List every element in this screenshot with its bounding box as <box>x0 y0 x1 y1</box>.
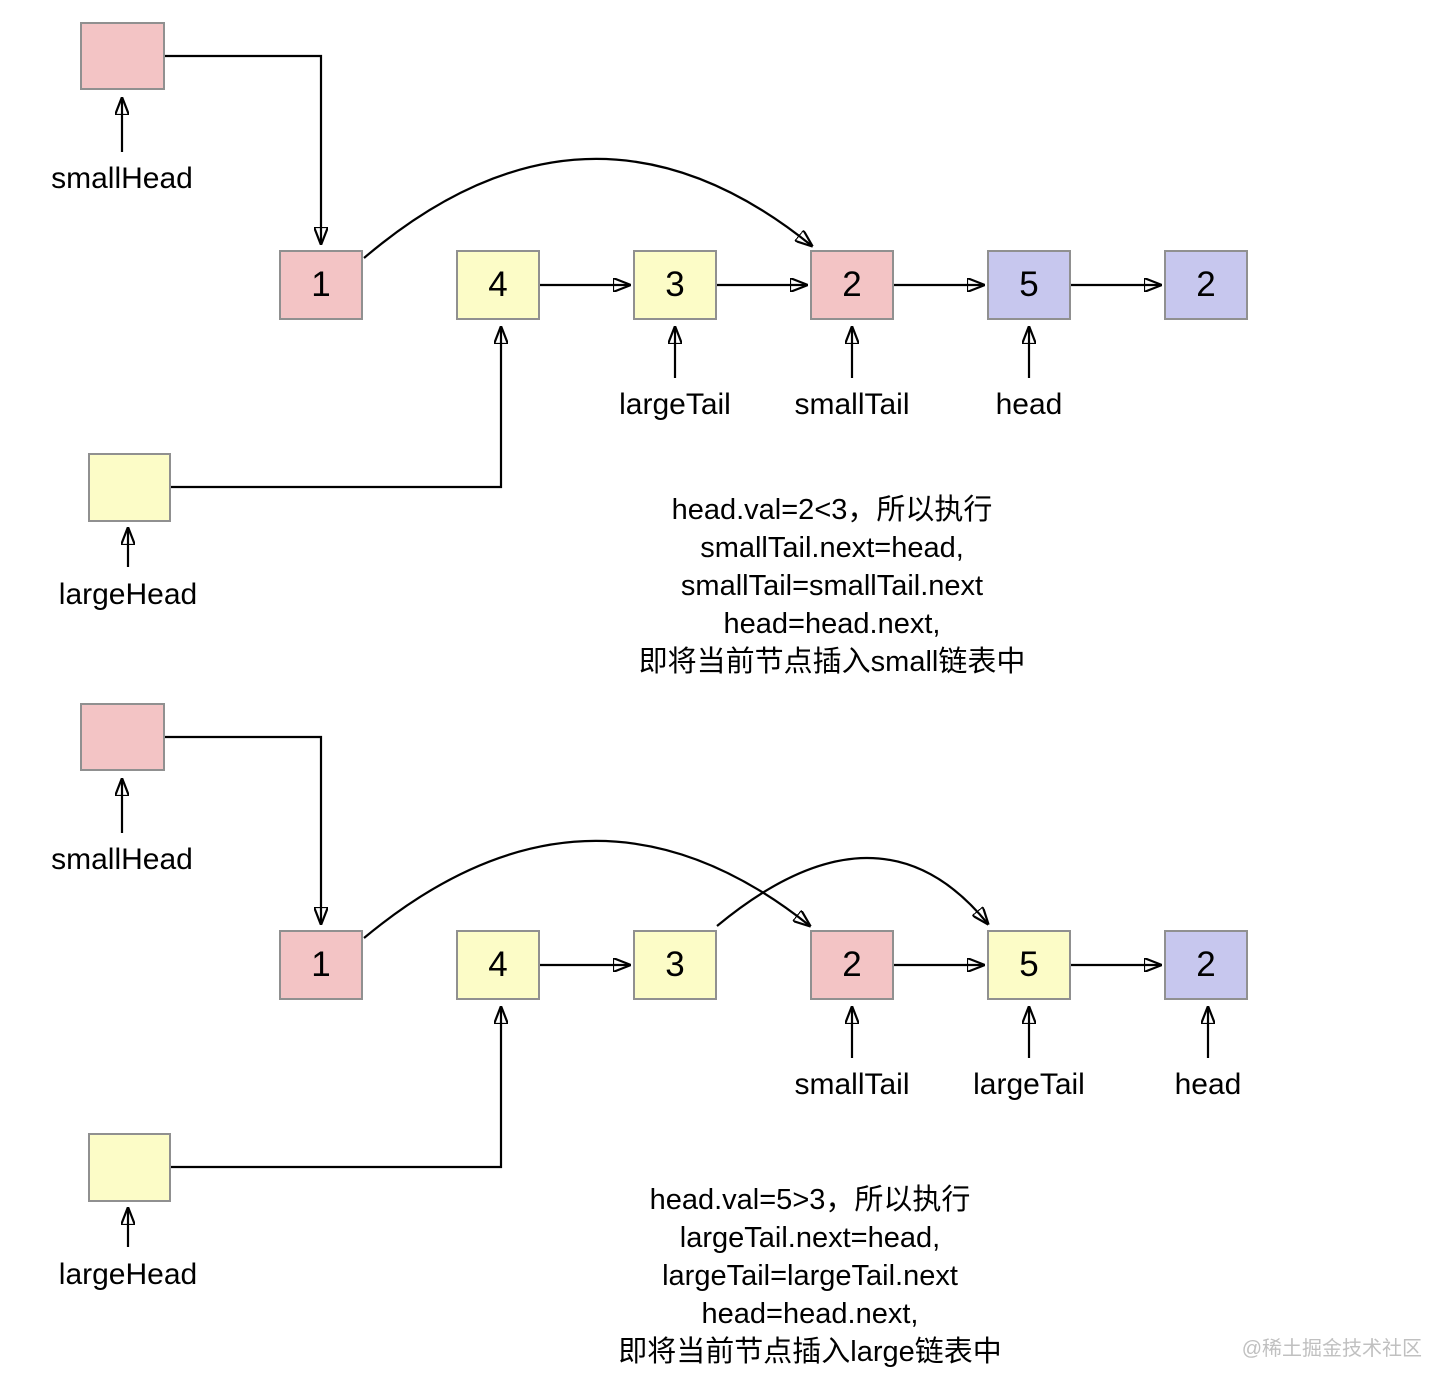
list-node-2b: 2 <box>1164 250 1248 320</box>
largetail-label: largeTail <box>619 388 731 421</box>
list-node-5: 5 <box>987 250 1071 320</box>
largehead-to-node4-arrow <box>171 327 501 489</box>
smalltail-label: smallTail <box>794 388 910 421</box>
list-node-2b: 2 <box>1164 930 1248 1000</box>
largetail-next-head-arc <box>716 857 988 926</box>
largehead-sentinel-box <box>88 1133 171 1202</box>
smallhead-to-node1-arrow <box>165 735 321 924</box>
smallhead-label: smallHead <box>51 162 193 195</box>
diagram1-caption: head.val=2<3，所以执行 smallTail.next=head, s… <box>482 491 1182 681</box>
watermark-text: @稀土掘金技术社区 <box>1241 1338 1422 1360</box>
caption-line: head=head.next, <box>723 608 941 640</box>
caption-line: largeTail.next=head, <box>679 1222 941 1254</box>
largetail-label: largeTail <box>973 1068 1085 1101</box>
smalltail-label: smallTail <box>794 1068 910 1101</box>
smallhead-to-node1-arrow <box>165 54 321 244</box>
caption-line: 即将当前节点插入small链表中 <box>638 646 1026 678</box>
head-label: head <box>1174 1068 1242 1101</box>
caption-line: head=head.next, <box>701 1298 919 1330</box>
caption-line: head.val=2<3，所以执行 <box>671 494 993 526</box>
smallhead-label: smallHead <box>51 843 193 876</box>
smalltail-next-head-arc <box>363 839 810 939</box>
caption-line: smallTail.next=head, <box>700 532 964 564</box>
smalltail-next-head-arc <box>363 157 812 259</box>
list-node-4: 4 <box>456 930 540 1000</box>
diagram2-caption: head.val=5>3，所以执行 largeTail.next=head, l… <box>460 1181 1160 1371</box>
caption-line: head.val=5>3，所以执行 <box>649 1184 971 1216</box>
caption-line: 即将当前节点插入large链表中 <box>618 1336 1002 1368</box>
smallhead-sentinel-box <box>80 22 165 90</box>
list-node-1: 1 <box>279 930 363 1000</box>
list-node-2a: 2 <box>810 250 894 320</box>
smallhead-sentinel-box <box>80 703 165 771</box>
head-label: head <box>995 388 1063 421</box>
list-node-5: 5 <box>987 930 1071 1000</box>
caption-line: smallTail=smallTail.next <box>680 570 984 602</box>
list-node-4: 4 <box>456 250 540 320</box>
caption-line: largeTail=largeTail.next <box>662 1260 958 1292</box>
list-node-3: 3 <box>633 250 717 320</box>
largehead-sentinel-box <box>88 453 171 522</box>
largehead-to-node4-arrow <box>171 1007 501 1169</box>
list-node-2a: 2 <box>810 930 894 1000</box>
list-node-1: 1 <box>279 250 363 320</box>
largehead-label: largeHead <box>58 1258 198 1291</box>
list-node-3: 3 <box>633 930 717 1000</box>
largehead-label: largeHead <box>58 578 198 611</box>
